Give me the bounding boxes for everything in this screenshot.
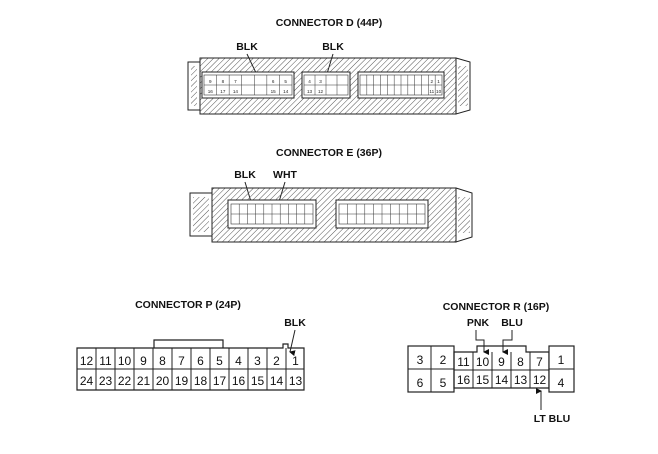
connector-r-pin: 13 <box>514 373 528 387</box>
connector-p-pin: 11 <box>99 354 112 368</box>
connector-p-pin: 3 <box>254 354 261 368</box>
connector-d-pin: 1 <box>437 79 440 84</box>
connector-r-pin: 2 <box>440 353 447 367</box>
connector-p-pin: 18 <box>194 374 208 388</box>
connector-r-pin: 10 <box>476 355 490 369</box>
connector-r-label-pnk: PNK <box>467 317 490 329</box>
connector-r-pin: 6 <box>417 376 424 390</box>
connector-p-pin: 15 <box>251 374 265 388</box>
connector-e-label-blk: BLK <box>234 169 256 181</box>
connector-r-pin: 11 <box>457 355 470 369</box>
connector-r-pin: 7 <box>536 355 543 369</box>
connector-r-label-lt-blu: LT BLU <box>534 413 571 425</box>
connector-d-pin: 6 <box>272 79 275 84</box>
connector-d-pin: 8 <box>222 79 225 84</box>
connector-p-pin: 2 <box>273 354 280 368</box>
connector-d-pin: 3 <box>319 79 322 84</box>
connector-p-pin: 20 <box>156 374 170 388</box>
connector-d-pin: 9 <box>209 79 212 84</box>
connector-p-pin: 16 <box>232 374 246 388</box>
connector-p-pin: 13 <box>289 374 303 388</box>
connector-r-pin: 4 <box>558 376 565 390</box>
connector-d-pin: 7 <box>234 79 237 84</box>
connector-d-pin: 5 <box>284 79 287 84</box>
connector-d-label-blk-2: BLK <box>322 41 344 53</box>
connector-r-pin: 14 <box>495 373 509 387</box>
connector-p-pin: 19 <box>175 374 189 388</box>
connector-p-pin: 8 <box>159 354 166 368</box>
connector-d-pin: 10 <box>436 89 442 94</box>
connector-p-pin: 22 <box>118 374 132 388</box>
connector-p-label-blk: BLK <box>284 317 306 329</box>
connector-d-pin: 15 <box>271 89 277 94</box>
connector-p-pin: 5 <box>216 354 223 368</box>
connector-d-pin: 12 <box>318 89 324 94</box>
connector-d-pin: 2 <box>430 79 433 84</box>
connector-r-arrow-blu <box>502 330 513 355</box>
connector-p-pin: 10 <box>118 354 132 368</box>
connector-p-pin: 6 <box>197 354 204 368</box>
connector-d-pin: 11 <box>429 89 434 94</box>
connector-p-pin: 12 <box>80 354 94 368</box>
connector-p-pin: 21 <box>137 374 151 388</box>
connector-d-pin: 16 <box>208 89 214 94</box>
connector-d-title: CONNECTOR D (44P) <box>276 17 383 29</box>
connector-d-pin: 4 <box>308 79 311 84</box>
connector-r-pin: 15 <box>476 373 490 387</box>
connector-e-pins <box>230 203 426 225</box>
connector-d-pin: 14 <box>283 89 289 94</box>
connector-p-pin: 1 <box>292 354 299 368</box>
connector-e-label-wht: WHT <box>273 169 297 181</box>
connector-r-title: CONNECTOR R (16P) <box>443 301 550 313</box>
connector-p-arrow <box>289 329 296 357</box>
connector-d-pin: 13 <box>307 89 313 94</box>
connector-p-pin: 17 <box>213 374 227 388</box>
connector-p-pin: 23 <box>99 374 113 388</box>
connector-p-pin: 7 <box>178 354 185 368</box>
connector-r-pin: 8 <box>517 355 524 369</box>
connector-e-title: CONNECTOR E (36P) <box>276 147 382 159</box>
connector-p-pin: 4 <box>235 354 242 368</box>
connector-p-pin: 9 <box>140 354 147 368</box>
connector-r-pin: 9 <box>498 355 505 369</box>
connector-r-pin: 16 <box>457 373 471 387</box>
connector-r-label-blu: BLU <box>501 317 523 329</box>
connector-p-pin: 24 <box>80 374 94 388</box>
connector-r-pin: 3 <box>417 353 424 367</box>
connector-r-pin: 5 <box>440 376 447 390</box>
connector-p-pins: 12 24 11 23 10 22 9 21 8 20 7 19 6 18 5 17 4 16 3 15 2 14 1 13 <box>80 348 303 390</box>
connector-d-label-blk-1: BLK <box>236 41 258 53</box>
connector-r-pin: 12 <box>533 373 547 387</box>
connector-r-pin: 1 <box>558 353 565 367</box>
connector-d-pin: 17 <box>220 89 226 94</box>
connector-r-body <box>407 345 575 393</box>
connector-d-pin: 14 <box>233 89 239 94</box>
connector-p-pin: 14 <box>270 374 284 388</box>
connector-p-title: CONNECTOR P (24P) <box>135 299 241 311</box>
